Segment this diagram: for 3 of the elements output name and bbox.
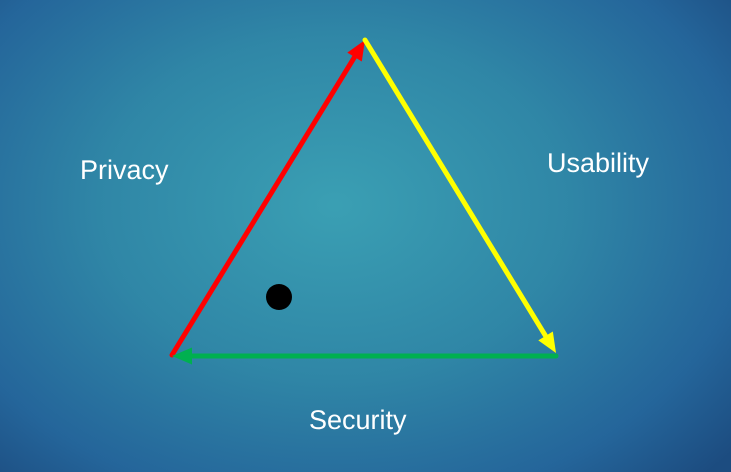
side-label: Security: [309, 407, 407, 434]
side-label: Privacy: [80, 157, 169, 184]
side-label: Usability: [547, 150, 650, 177]
